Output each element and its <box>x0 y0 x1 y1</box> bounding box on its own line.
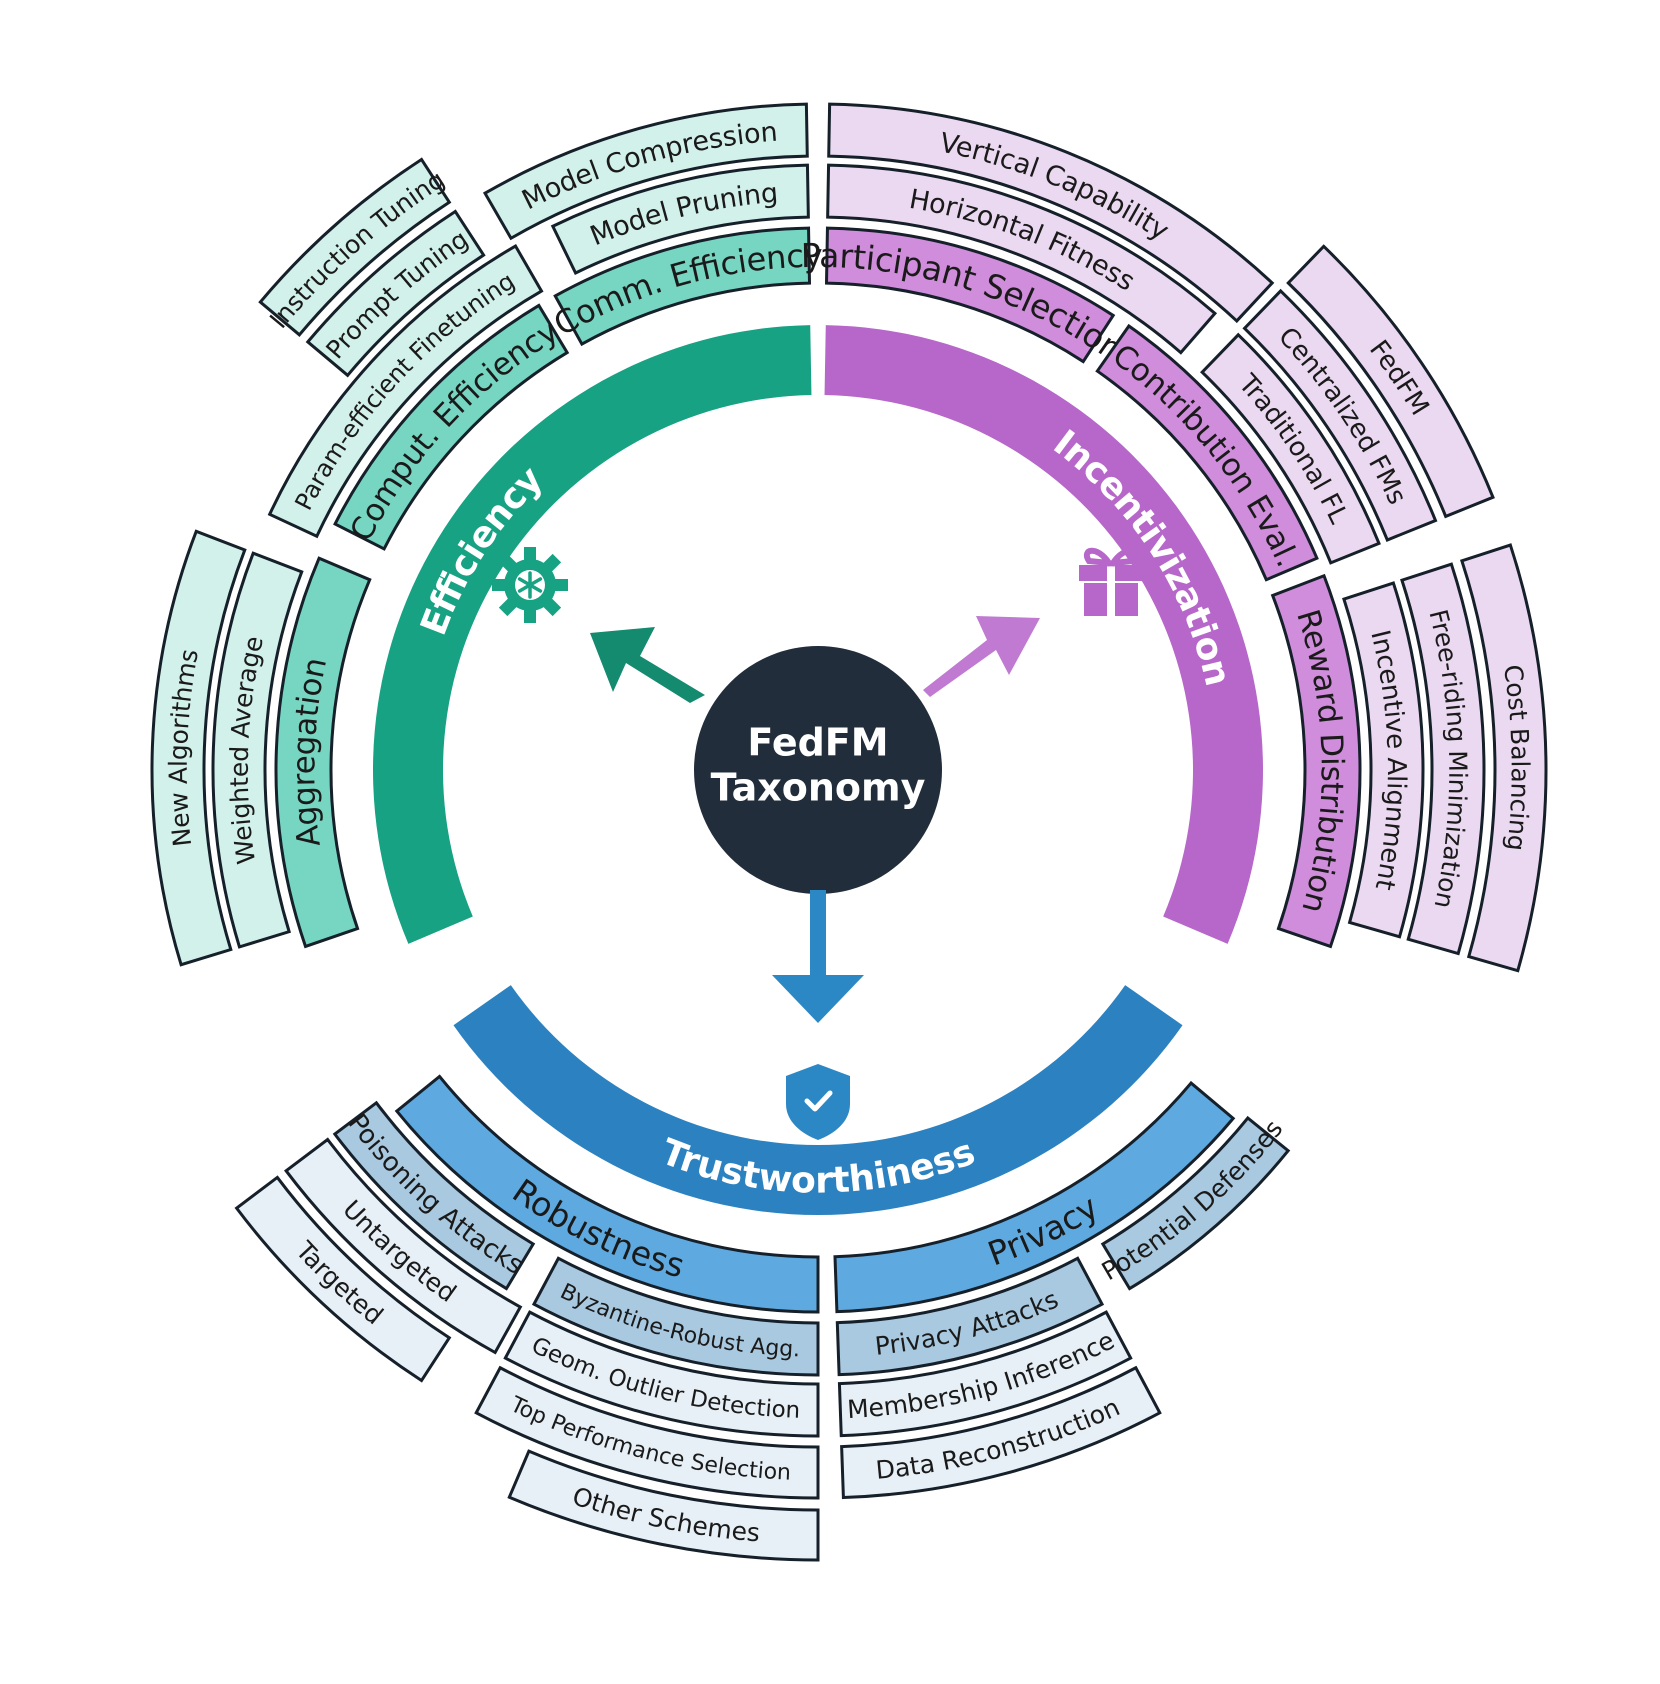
segment-shape-centralized-fms <box>1242 288 1438 542</box>
segment-shape-param-efficient-finetuning <box>267 244 544 539</box>
segment-cost-balancing: Cost Balancing <box>1459 543 1548 973</box>
segment-shape-poisoning-attacks <box>332 1100 536 1291</box>
segment-shape-model-compression <box>482 102 809 241</box>
segment-shape-incentive-alignment <box>1342 581 1425 939</box>
segment-shape-byzantine-robust-agg <box>531 1256 820 1377</box>
segment-shape-privacy <box>833 1080 1236 1314</box>
segment-shape-comput-efficiency <box>333 303 570 551</box>
segment-aggregation: Aggregation <box>274 556 372 949</box>
segment-shape-traditional-fl <box>1200 332 1381 565</box>
segment-shape-aggregation <box>274 556 372 949</box>
segment-shape-trustworthiness <box>453 985 1183 1215</box>
gift-icon <box>1079 547 1143 616</box>
segment-shape-robustness <box>394 1074 820 1314</box>
segment-reward-distribution: Reward Distribution <box>1270 573 1362 949</box>
center-title-line-2: Taxonomy <box>711 766 926 810</box>
incentive-arrow <box>923 616 1040 697</box>
center-circle <box>694 646 942 894</box>
shield-check-icon <box>786 1064 850 1140</box>
segment-shape-other-schemes <box>507 1449 820 1562</box>
segment-shape-new-algorithms <box>150 529 247 967</box>
segment-incentive-alignment: Incentive Alignment <box>1342 581 1425 939</box>
efficiency-arrow <box>590 627 705 703</box>
segment-shape-targeted <box>234 1175 452 1383</box>
segment-shape-free-riding-minimization <box>1400 562 1486 956</box>
segment-shape-efficiency <box>373 325 812 944</box>
gear-icon <box>492 547 568 623</box>
segment-shape-membership-inference <box>837 1310 1133 1438</box>
segment-shape-fedfm <box>1286 244 1495 519</box>
segment-shape-potential-defenses <box>1100 1115 1291 1291</box>
segment-shape-reward-distribution <box>1270 573 1362 949</box>
segment-shape-contribution-eval <box>1095 323 1319 582</box>
center-title-line-1: FedFM <box>747 721 888 765</box>
segment-shape-comm-efficiency <box>553 226 812 347</box>
segment-shape-top-performance-selection <box>474 1365 820 1500</box>
segment-shape-incentivization <box>824 325 1263 944</box>
segment-weighted-average: Weighted Average <box>211 551 304 949</box>
segment-free-riding-minimization: Free-riding Minimization <box>1400 562 1486 956</box>
segment-shape-cost-balancing <box>1459 543 1548 973</box>
segment-shape-privacy-attacks <box>835 1256 1105 1377</box>
segment-shape-weighted-average <box>211 551 304 949</box>
segment-shape-horizontal-fitness <box>826 163 1218 355</box>
segment-shape-model-pruning <box>550 163 810 275</box>
center-node: FedFM Taxonomy <box>694 646 942 894</box>
segment-shape-prompt-tuning <box>305 209 486 378</box>
segment-shape-instruction-tuning <box>258 157 452 337</box>
segment-shape-data-reconstruction <box>840 1365 1162 1500</box>
segment-shape-participant-selection <box>824 226 1116 364</box>
segment-new-algorithms: New Algorithms <box>150 529 247 967</box>
segment-shape-untargeted <box>284 1137 523 1355</box>
segment-shape-vertical-capability <box>827 102 1275 324</box>
segment-shape-geom-outlier-detection <box>503 1310 820 1438</box>
trust-arrow <box>772 890 864 1023</box>
